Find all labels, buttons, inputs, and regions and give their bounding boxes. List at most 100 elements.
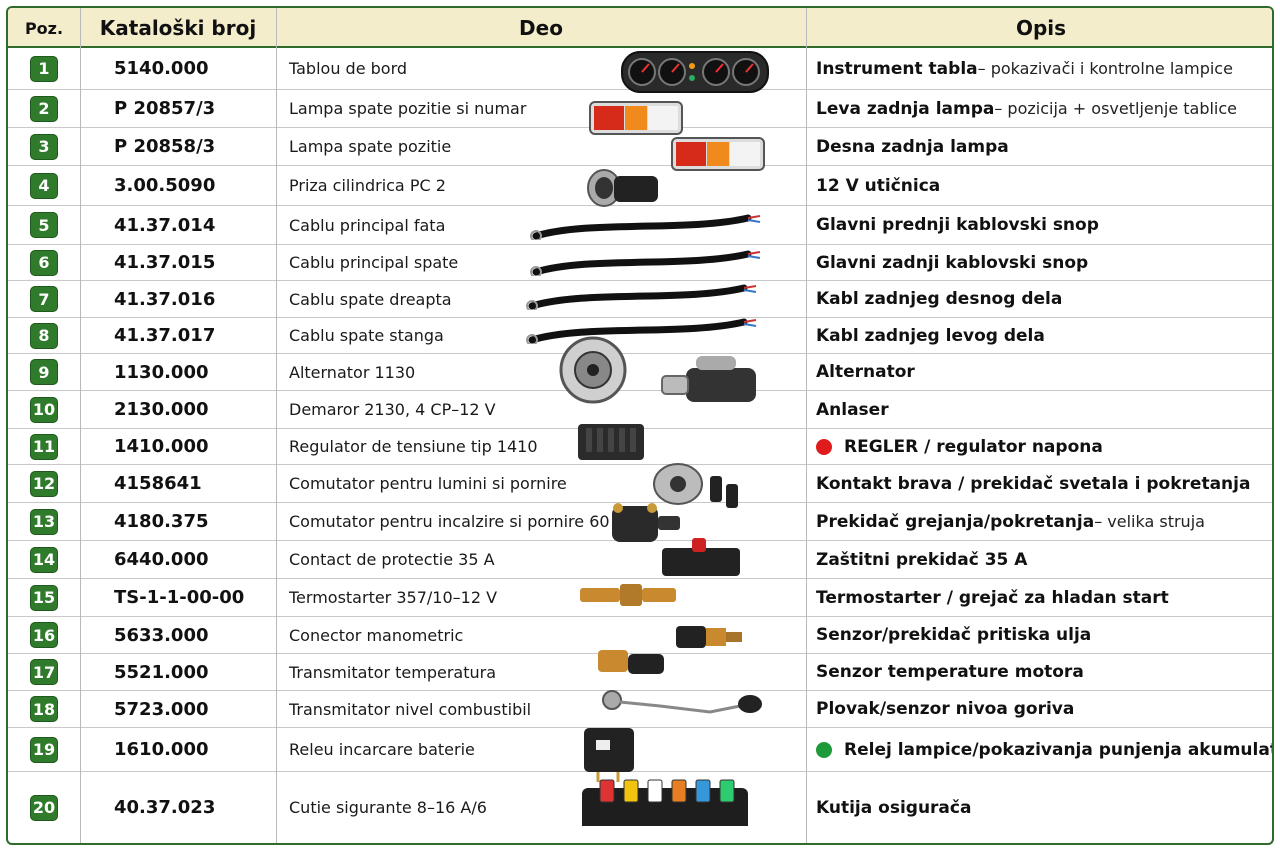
position-badge: 9 xyxy=(30,359,58,385)
part-name: Alternator 1130 xyxy=(289,362,416,382)
description-bold: Leva zadnja lampa xyxy=(816,98,995,119)
description-cell: Glavni prednji kablovski snop xyxy=(806,206,1272,244)
catalog-number: 1410.000 xyxy=(114,436,209,457)
description-note: – pokazivači i kontrolne lampice xyxy=(977,59,1233,78)
poz-cell: 5 xyxy=(30,206,70,244)
poz-cell: 3 xyxy=(30,128,70,165)
catalog-number: TS-1-1-00-00 xyxy=(114,587,245,608)
header-opis: Opis xyxy=(1015,16,1067,40)
description-cell: Relej lampice/pokazivanja punjenja akumu… xyxy=(806,728,1272,771)
catalog-number: 5140.000 xyxy=(114,58,209,79)
description-note: – pozicija + osvetljenje tablice xyxy=(994,99,1238,118)
description-cell: REGLER / regulator napona xyxy=(806,429,1272,464)
part-name: Transmitator nivel combustibil xyxy=(289,699,532,719)
description-cell: Senzor temperature motora xyxy=(806,654,1272,690)
part-name: Cablu spate stanga xyxy=(289,326,444,345)
part-name: Comutator pentru incalzire si pornire 60… xyxy=(289,512,626,531)
part-name: Cutie sigurante 8–16 A/6 xyxy=(289,798,487,817)
description-cell: Kontakt brava / prekidač svetala i pokre… xyxy=(806,465,1272,502)
header-poz: Poz. xyxy=(24,18,64,38)
part-name: Lampa spate pozitie xyxy=(289,137,452,156)
poz-cell: 2 xyxy=(30,90,70,127)
description-bold: Desna zadnja lampa xyxy=(816,136,1009,157)
status-dot-green xyxy=(816,741,832,758)
description-cell: Glavni zadnji kablovski snop xyxy=(806,245,1272,280)
description-bold: Senzor temperature motora xyxy=(816,662,1084,682)
part-name: Lampa spate pozitie si numar xyxy=(289,99,527,118)
cable-icon xyxy=(526,318,757,344)
position-badge: 15 xyxy=(30,584,58,611)
regulator-icon xyxy=(578,424,644,460)
poz-cell: 16 xyxy=(30,617,70,653)
part-name: Demaror 2130, 4 CP–12 V xyxy=(289,400,496,419)
header-deo: Deo xyxy=(519,16,563,40)
catalog-number: 40.37.023 xyxy=(114,797,216,818)
position-badge: 5 xyxy=(30,212,58,238)
position-badge: 12 xyxy=(30,470,58,497)
catalog-number: 41.37.017 xyxy=(114,325,216,346)
poz-cell: 10 xyxy=(30,391,70,428)
position-badge: 14 xyxy=(30,546,58,573)
cable-icon xyxy=(526,284,757,310)
table-row: 20 40.37.023 Cutie sigurante 8–16 A/6 Kutij… xyxy=(8,772,1272,843)
catalog-number: 5633.000 xyxy=(114,624,209,646)
poz-cell: 14 xyxy=(30,541,70,578)
table-row: 2 P 20857/3 Lampa spate pozitie si numar Le… xyxy=(8,90,1272,128)
description-cell: Alternator xyxy=(806,354,1272,390)
description-cell: Kabl zadnjeg desnog dela xyxy=(806,281,1272,317)
description-bold: Senzor/prekidač pritiska ulja xyxy=(816,625,1092,645)
part-name: Transmitator temperatura xyxy=(289,662,496,682)
description-bold: Termostarter / grejač za hladan start xyxy=(816,587,1169,608)
position-badge: 20 xyxy=(30,794,58,821)
part-name: Releu incarcare baterie xyxy=(289,740,475,759)
temp-sensor-icon xyxy=(598,650,664,674)
description-cell: Leva zadnja lampa – pozicija + osvetljen… xyxy=(806,90,1272,127)
poz-cell: 6 xyxy=(30,245,70,280)
table-header: Poz. Kataloški broj Deo Opis xyxy=(8,8,1272,48)
description-cell: Anlaser xyxy=(806,391,1272,428)
position-badge: 16 xyxy=(30,622,58,648)
description-bold: Kabl zadnjeg levog dela xyxy=(816,325,1045,346)
rear-lamp-icon xyxy=(671,137,765,171)
poz-cell: 1 xyxy=(30,48,70,89)
position-badge: 11 xyxy=(30,433,58,460)
column-divider xyxy=(80,8,81,843)
part-name: Comutator pentru lumini si pornire xyxy=(289,474,567,493)
part-name: Contact de protectie 35 A xyxy=(289,550,495,569)
part-name: Cablu principal fata xyxy=(289,215,446,235)
catalog-number: 1610.000 xyxy=(114,739,209,760)
status-dot-red xyxy=(816,438,832,455)
description-bold: Kontakt brava / prekidač svetala i pokre… xyxy=(816,473,1251,494)
starter-icon xyxy=(661,356,756,402)
part-name: Cablu spate dreapta xyxy=(289,289,452,309)
catalog-number: 41.37.015 xyxy=(114,252,216,273)
catalog-number: 6440.000 xyxy=(114,549,209,570)
description-cell: Kutija osigurača xyxy=(806,772,1272,843)
description-bold: Instrument tabla xyxy=(816,58,978,79)
position-badge: 19 xyxy=(30,736,58,763)
catalog-number: 2130.000 xyxy=(114,399,209,420)
position-badge: 10 xyxy=(30,396,58,423)
table-row: 9 1130.000 Alternator 1130 Alternator xyxy=(8,354,1272,391)
description-bold: Glavni zadnji kablovski snop xyxy=(816,252,1089,273)
catalog-number: P 20857/3 xyxy=(114,98,216,119)
poz-cell: 18 xyxy=(30,691,70,727)
column-divider xyxy=(806,8,807,843)
table-row: 19 1610.000 Releu incarcare baterie Relej l… xyxy=(8,728,1272,772)
description-cell: Instrument tabla – pokazivači i kontroln… xyxy=(806,48,1272,89)
description-bold: Plovak/senzor nivoa goriva xyxy=(816,699,1075,719)
catalog-number: 1130.000 xyxy=(114,361,209,383)
description-cell: Senzor/prekidač pritiska ulja xyxy=(806,617,1272,653)
description-cell: Termostarter / grejač za hladan start xyxy=(806,579,1272,616)
